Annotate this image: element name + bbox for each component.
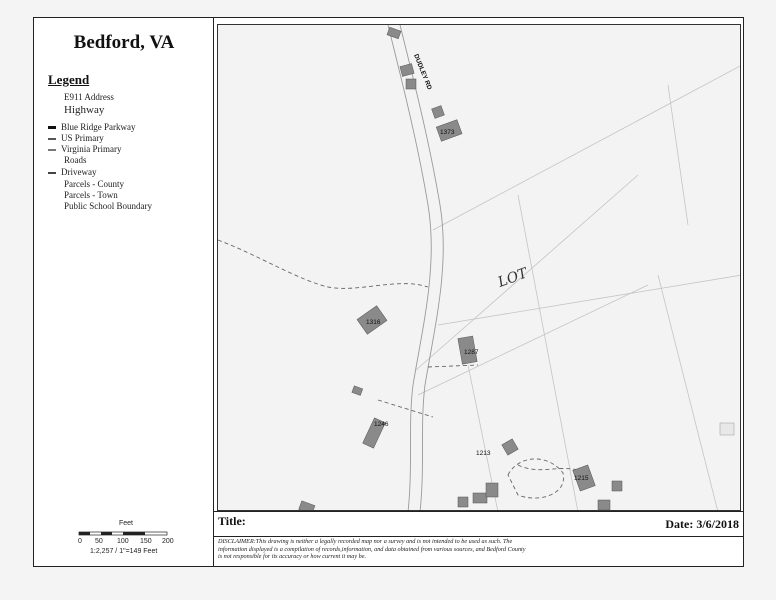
building-1373 <box>435 119 463 142</box>
building <box>386 26 402 40</box>
footer-date: Date: 3/6/2018 <box>665 517 739 531</box>
disclaimer: DISCLAIMER:This drawing is neither a leg… <box>218 538 608 561</box>
building <box>485 482 499 498</box>
legend-label: Blue Ridge Parkway <box>61 122 136 132</box>
legend-label: Highway <box>64 104 105 116</box>
scale-ratio: 1:2,257 / 1"=149 Feet <box>90 548 158 555</box>
building-1287 <box>457 335 478 365</box>
buildings <box>298 26 735 510</box>
scale-tick-200: 200 <box>162 538 174 545</box>
legend-label: US Primary <box>61 133 104 143</box>
building <box>472 492 488 504</box>
legend-item-e911-address: E911 Address <box>64 92 114 102</box>
legend-item-us-primary: US Primary <box>48 133 104 143</box>
address-1215: 1215 <box>574 475 589 482</box>
scale-tick-100: 100 <box>117 538 129 545</box>
building <box>719 422 735 436</box>
legend-label: Public School Boundary <box>64 201 152 211</box>
disclaimer-line: is not responsible for its accuracy or h… <box>218 553 367 560</box>
map-sheet: Bedford, VA Legend E911 Address Highway … <box>33 17 744 567</box>
building <box>597 499 611 510</box>
legend-label: Parcels - County <box>64 179 124 189</box>
legend-label: Parcels - Town <box>64 190 118 200</box>
building <box>399 63 415 77</box>
building <box>351 385 364 396</box>
address-1373: 1373 <box>440 129 455 136</box>
legend-item-school-boundary: Public School Boundary <box>64 201 152 211</box>
driveway-swatch-icon <box>48 171 56 174</box>
address-1316: 1316 <box>366 319 381 326</box>
legend-heading: Legend <box>48 72 90 87</box>
legend-item-driveway: Driveway <box>48 167 97 177</box>
legend-item-parcels-county: Parcels - County <box>64 179 124 189</box>
scale-tick-150: 150 <box>140 538 152 545</box>
footer-box: Title: Date: 3/6/2018 DISCLAIMER:This dr… <box>214 511 743 566</box>
footer-title-label: Title: <box>218 514 246 528</box>
building <box>298 500 316 510</box>
address-1246: 1246 <box>374 421 389 428</box>
building <box>501 438 519 456</box>
building <box>611 480 623 492</box>
map-canvas[interactable]: DUDLEY RD 1373 1316 1287 1246 1213 1215 … <box>217 24 741 511</box>
building <box>405 78 417 90</box>
legend-item-highway: Highway <box>64 104 104 116</box>
dudley-road <box>387 25 444 510</box>
map-title: Bedford, VA <box>73 32 175 53</box>
lot-note: LOT <box>495 265 531 291</box>
address-1213: 1213 <box>476 450 491 457</box>
parkway-swatch-icon <box>48 126 56 130</box>
virginia-primary-swatch-icon <box>48 148 56 151</box>
legend-label: Driveway <box>61 167 97 177</box>
map-drawing: DUDLEY RD 1373 1316 1287 1246 1213 1215 … <box>218 25 740 510</box>
disclaimer-line: information displayed is a compilation o… <box>218 545 526 553</box>
legend-item-virginia-primary: Virginia Primary <box>48 144 122 154</box>
disclaimer-line: DISCLAIMER:This drawing is neither a leg… <box>218 538 513 545</box>
legend-item-roads: Roads <box>64 155 87 165</box>
scale-tick-50: 50 <box>95 538 103 545</box>
legend-item-blue-ridge-parkway: Blue Ridge Parkway <box>48 122 136 132</box>
scale-bar: Feet 0 50 100 150 200 1:2,257 / 1"=149 F… <box>74 518 214 568</box>
scale-unit: Feet <box>119 520 134 527</box>
building-1316 <box>356 305 388 335</box>
legend-item-parcels-town: Parcels - Town <box>64 190 118 200</box>
legend-label: E911 Address <box>64 92 114 102</box>
address-1287: 1287 <box>464 349 479 356</box>
legend-label: Roads <box>64 155 87 165</box>
scale-tick-0: 0 <box>78 538 82 545</box>
building <box>431 105 445 119</box>
building-1246 <box>362 417 386 449</box>
footer-divider <box>214 536 743 537</box>
building-1215 <box>572 464 596 492</box>
legend-label: Virginia Primary <box>61 144 122 154</box>
building <box>457 496 469 508</box>
us-primary-swatch-icon <box>48 137 56 140</box>
parcel-lines <box>415 65 740 510</box>
driveways <box>218 239 579 499</box>
scale-bar-graphic <box>78 531 168 536</box>
legend-panel: Bedford, VA Legend E911 Address Highway … <box>34 18 214 566</box>
handwritten-lot-note: LOT <box>495 265 531 291</box>
